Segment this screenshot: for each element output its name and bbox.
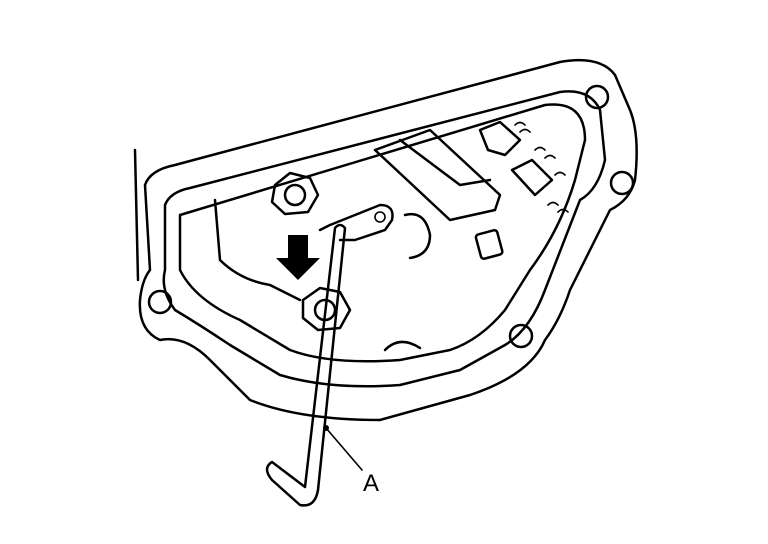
internal-components (213, 120, 569, 352)
callout-label-a: A (363, 470, 380, 497)
hex-wrench (265, 223, 363, 507)
cover-outer-flange (133, 58, 638, 422)
down-arrow-icon (276, 235, 320, 280)
bolt-holes (147, 84, 635, 349)
upper-bolt (270, 171, 320, 216)
